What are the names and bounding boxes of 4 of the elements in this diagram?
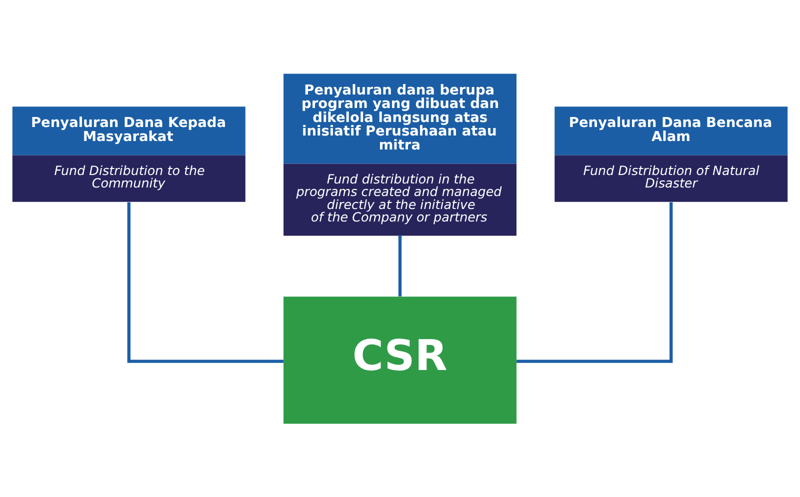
node-box: CSR xyxy=(284,296,516,424)
connector xyxy=(516,202,673,363)
connector xyxy=(127,202,284,363)
connector xyxy=(398,235,402,296)
